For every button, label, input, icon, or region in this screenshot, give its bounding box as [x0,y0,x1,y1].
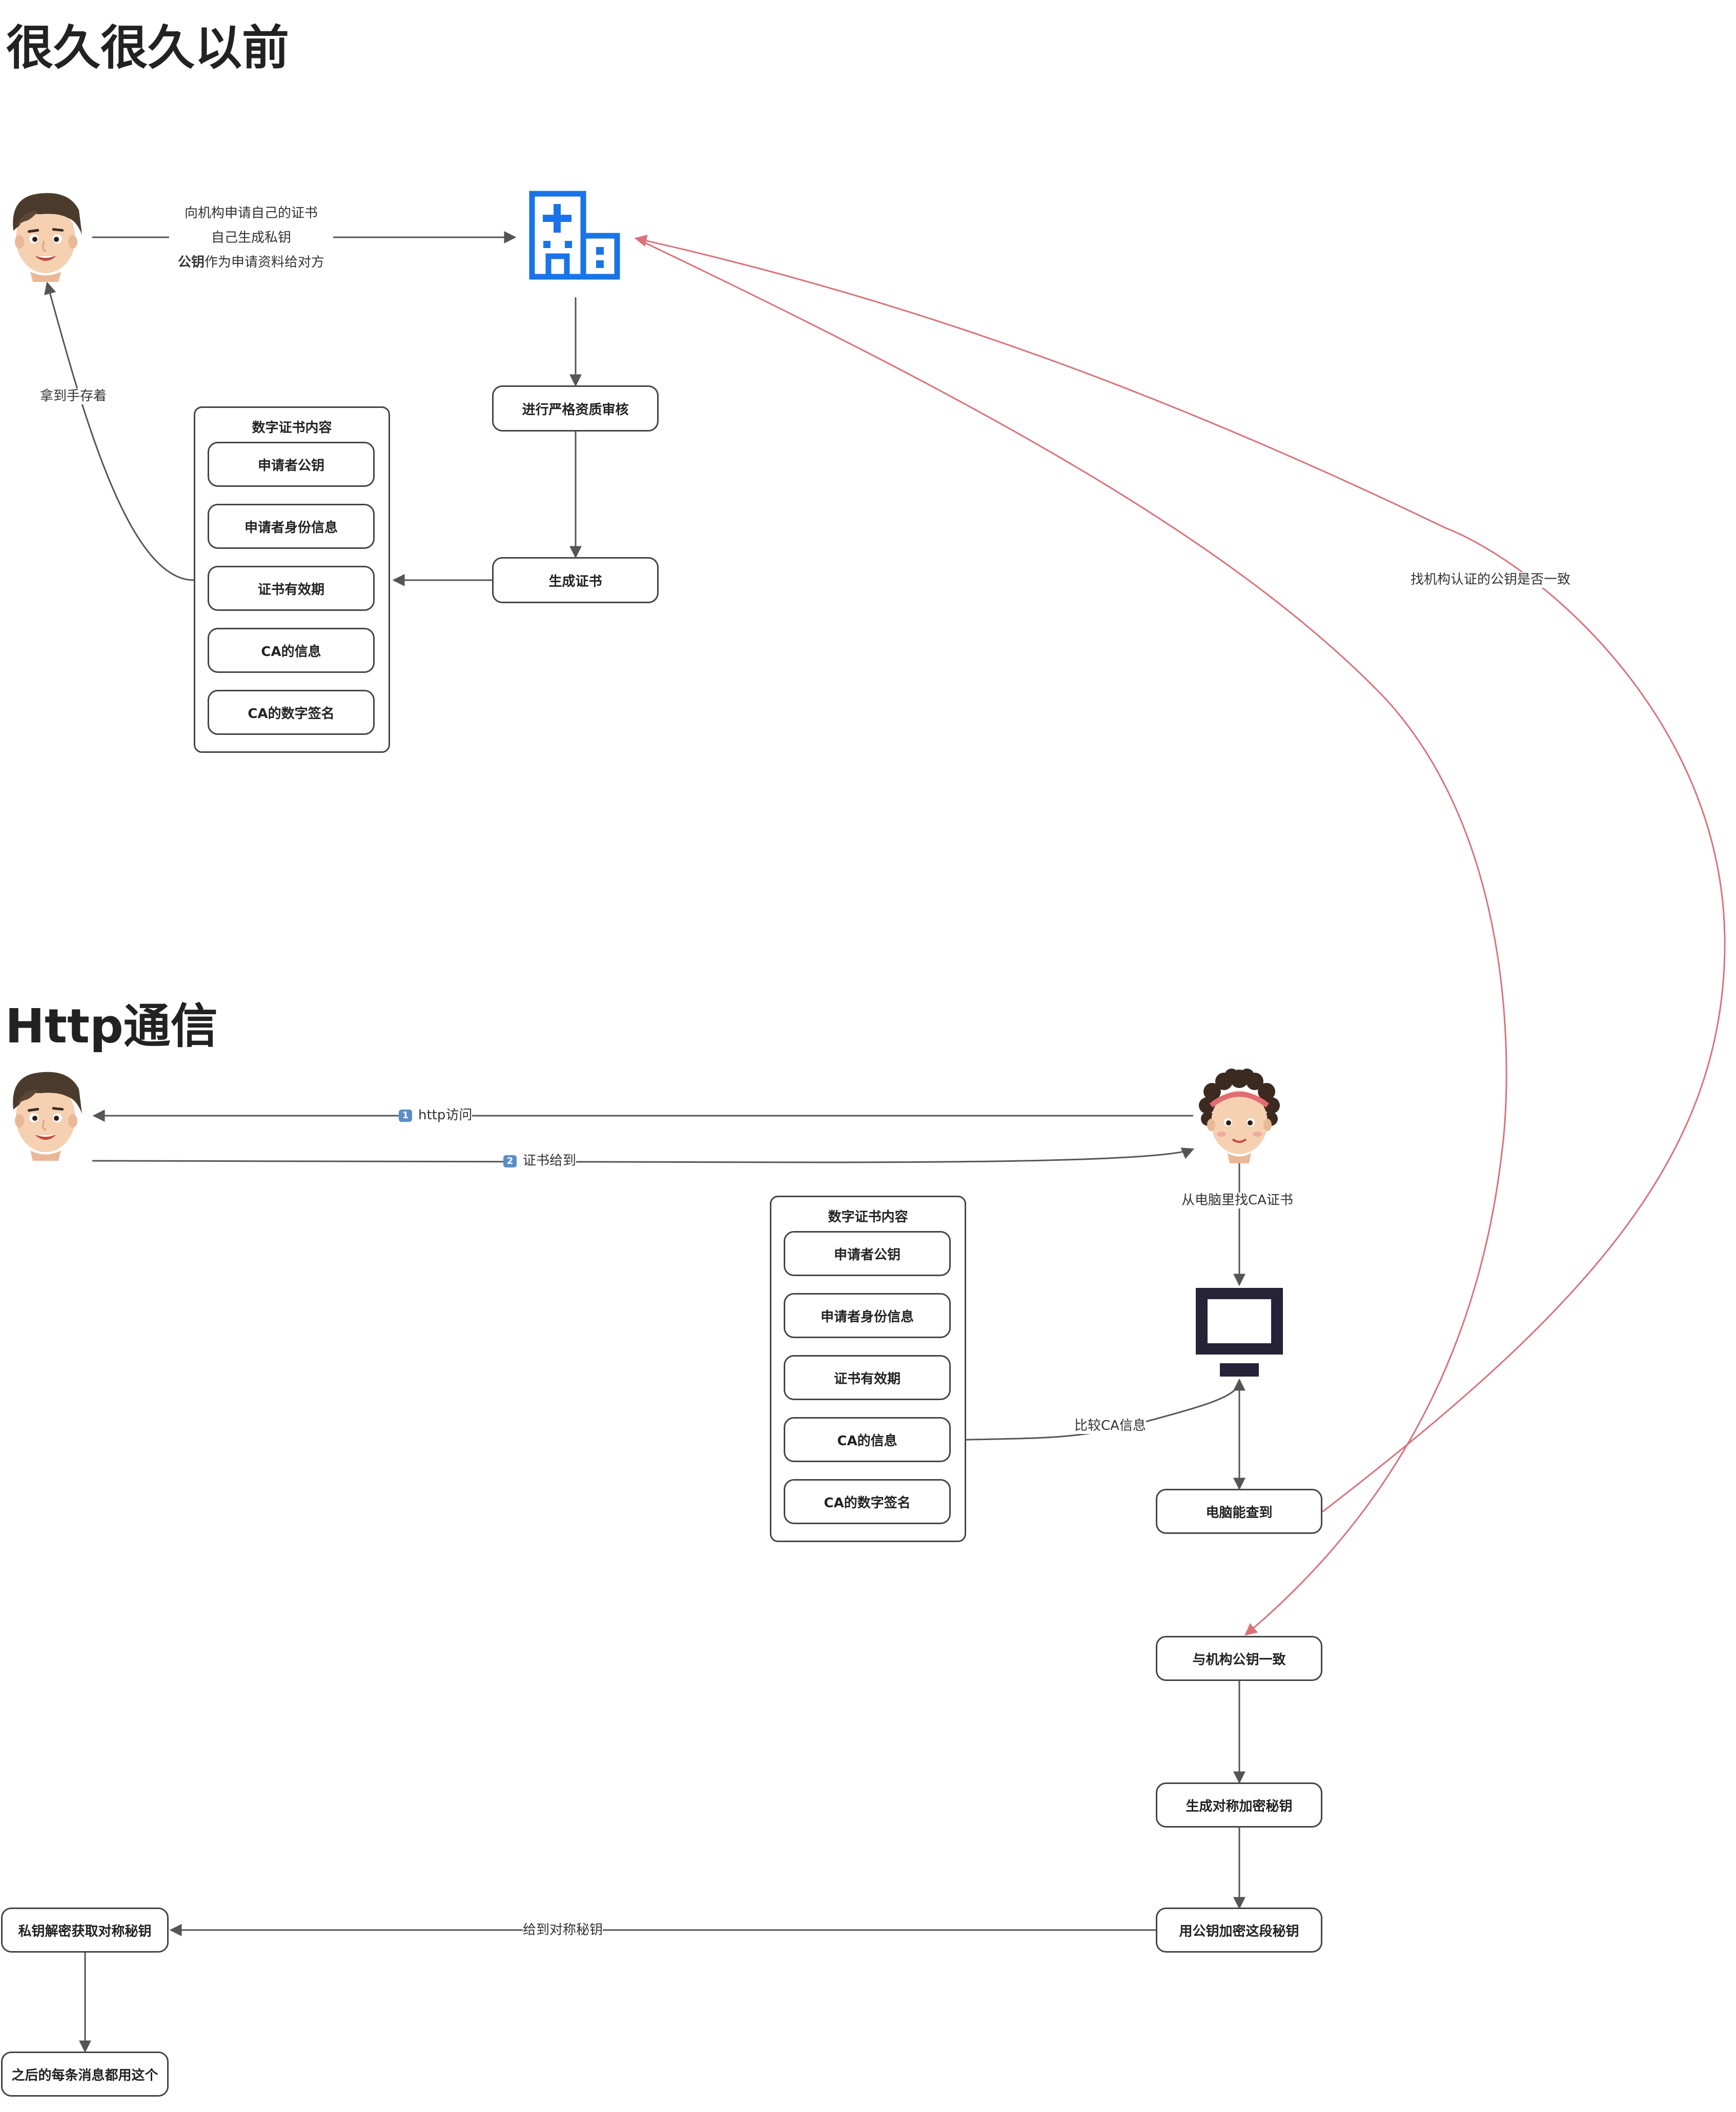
cert1-item-ca-signature[interactable]: CA的数字签名 [208,690,375,735]
cert2-item-ca-signature[interactable]: CA的数字签名 [784,1479,951,1524]
cert-given-text: 证书给到 [523,1153,577,1168]
cert-given-arrow [92,1147,1195,1163]
cert-given-label: 2 证书给到 [503,1153,577,1170]
generate-cert-box[interactable]: 生成证书 [492,557,659,603]
http-access-text: http访问 [418,1108,473,1123]
cert-container-1-title: 数字证书内容 [252,420,332,436]
cert1-item-validity[interactable]: 证书有效期 [208,566,375,611]
keep-arrow [44,281,194,581]
cert2-item-validity[interactable]: 证书有效期 [784,1355,951,1400]
encrypt-key-box[interactable]: 用公钥加密这段秘钥 [1156,1908,1322,1953]
match-pubkey-box[interactable]: 与机构公钥一致 [1156,1636,1322,1681]
request-label-line3-rest: 作为申请资料给对方 [205,255,325,270]
verify-curve-inner [635,237,1507,1636]
computer-monitor-icon [1196,1288,1283,1377]
keep-label: 拿到手存着 [40,388,107,405]
cert2-item-applicant-pubkey[interactable]: 申请者公钥 [784,1231,951,1276]
cert-container-2-title: 数字证书内容 [828,1209,908,1225]
verify-curve-outer [634,234,1726,1513]
http-access-label: 1 http访问 [399,1108,473,1124]
woman-avatar-icon [1199,1069,1280,1163]
find-ca-label: 从电脑里找CA证书 [1181,1193,1293,1209]
cert2-item-applicant-identity[interactable]: 申请者身份信息 [784,1293,951,1338]
section1-title: 很久很久以前 [6,20,290,75]
cert1-item-applicant-identity[interactable]: 申请者身份信息 [208,504,375,549]
man-avatar-icon [13,193,82,282]
step-badge-2: 2 [503,1155,517,1167]
computer-found-box[interactable]: 电脑能查到 [1156,1489,1322,1534]
hospital-building-icon [529,191,620,280]
cert1-item-applicant-pubkey[interactable]: 申请者公钥 [208,442,375,487]
verify-label: 找机构认证的公钥是否一致 [1411,572,1571,588]
compare-ca-label: 比较CA信息 [1074,1418,1146,1434]
step-badge-1: 1 [399,1109,412,1122]
decrypt-key-box[interactable]: 私钥解密获取对称秘钥 [1,1908,169,1953]
cert1-item-ca-info[interactable]: CA的信息 [208,628,375,673]
man-avatar-icon [13,1072,82,1161]
public-key-emphasis: 公钥 [177,255,205,270]
section2-title: Http通信 [5,999,218,1054]
generate-symmetric-key-box[interactable]: 生成对称加密秘钥 [1156,1782,1322,1828]
audit-box[interactable]: 进行严格资质审核 [492,385,659,432]
request-label-line2: 自己生成私钥 [211,230,291,245]
request-label-line1: 向机构申请自己的证书 [184,206,318,221]
request-label: 向机构申请自己的证书 自己生成私钥 公钥作为申请资料给对方 [169,201,333,275]
give-symmetric-key-label: 给到对称秘钥 [523,1922,603,1939]
request-label-line3: 公钥作为申请资料给对方 [169,250,333,275]
after-messages-box[interactable]: 之后的每条消息都用这个 [1,2052,169,2097]
cert2-item-ca-info[interactable]: CA的信息 [784,1417,951,1462]
